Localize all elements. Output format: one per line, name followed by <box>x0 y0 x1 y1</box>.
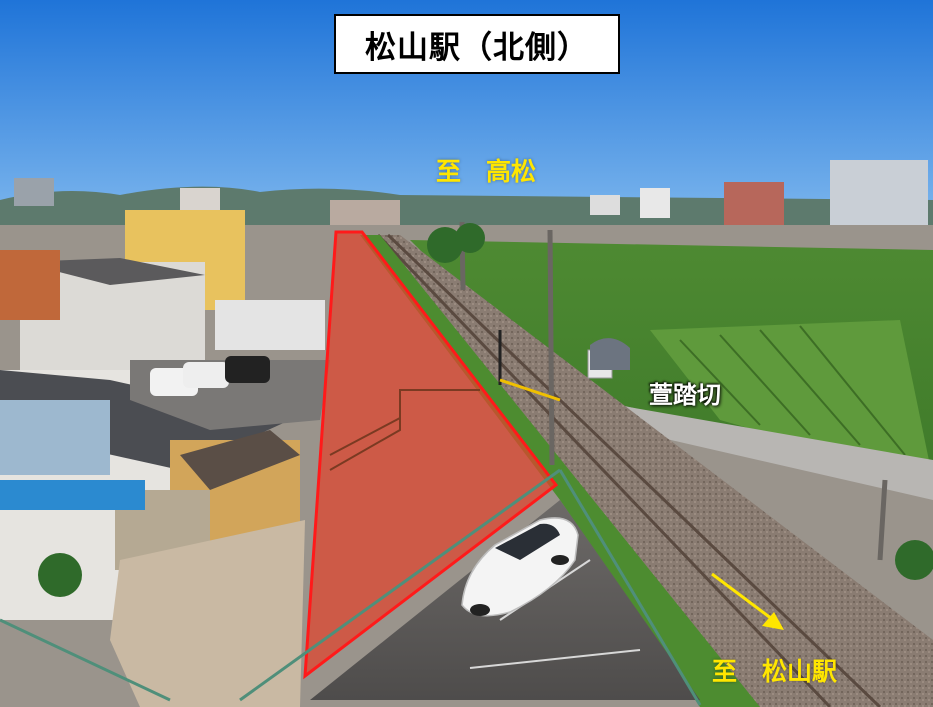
parked-cars-left <box>150 356 270 396</box>
label-to-matsuyama-station: 至 松山駅 <box>712 657 838 686</box>
highlighted-plot <box>305 232 556 676</box>
trees <box>38 223 933 597</box>
distant-buildings <box>14 160 928 230</box>
arrow-down-right-icon <box>711 572 784 630</box>
railroad-crossing <box>498 330 630 402</box>
left-buildings <box>0 210 325 620</box>
white-sedan <box>461 517 579 617</box>
field-rows <box>679 325 906 456</box>
plot-fence <box>329 389 480 471</box>
page-title: 松山駅（北側） <box>334 14 620 74</box>
plot-outline <box>303 230 559 680</box>
label-to-takamatsu: 至 高松 <box>436 157 537 186</box>
courtyard <box>110 520 305 707</box>
vegetable-field <box>650 320 933 480</box>
label-crossing: 萱踏切 <box>649 381 721 409</box>
rail-tracks <box>376 233 882 707</box>
green-fence <box>0 468 702 706</box>
